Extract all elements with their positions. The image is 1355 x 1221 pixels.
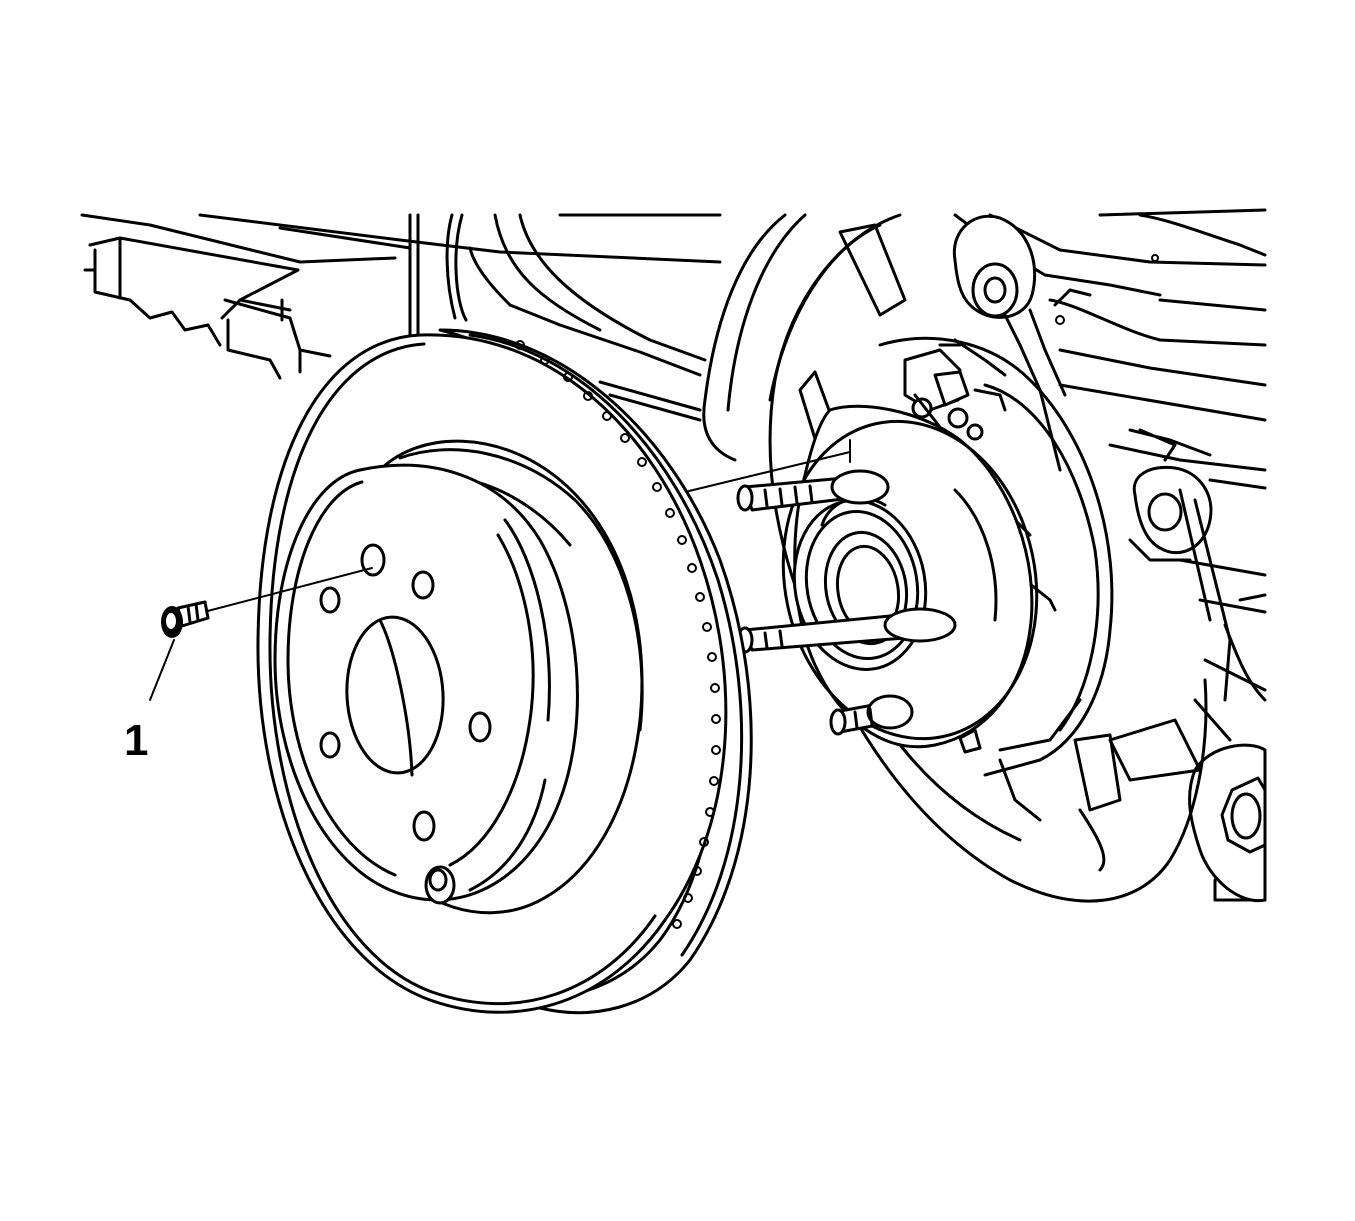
brake-rotor — [256, 328, 753, 1015]
rotor-retaining-screw — [161, 567, 373, 638]
chassis-frame — [80, 208, 1267, 903]
rotor-vent-holes — [515, 340, 721, 929]
wheel-stud — [829, 694, 914, 736]
wheel-hub — [684, 404, 1039, 749]
wheel-stud — [736, 469, 890, 512]
callout-label: 1 — [124, 716, 148, 765]
callout-1: 1 — [124, 639, 175, 765]
